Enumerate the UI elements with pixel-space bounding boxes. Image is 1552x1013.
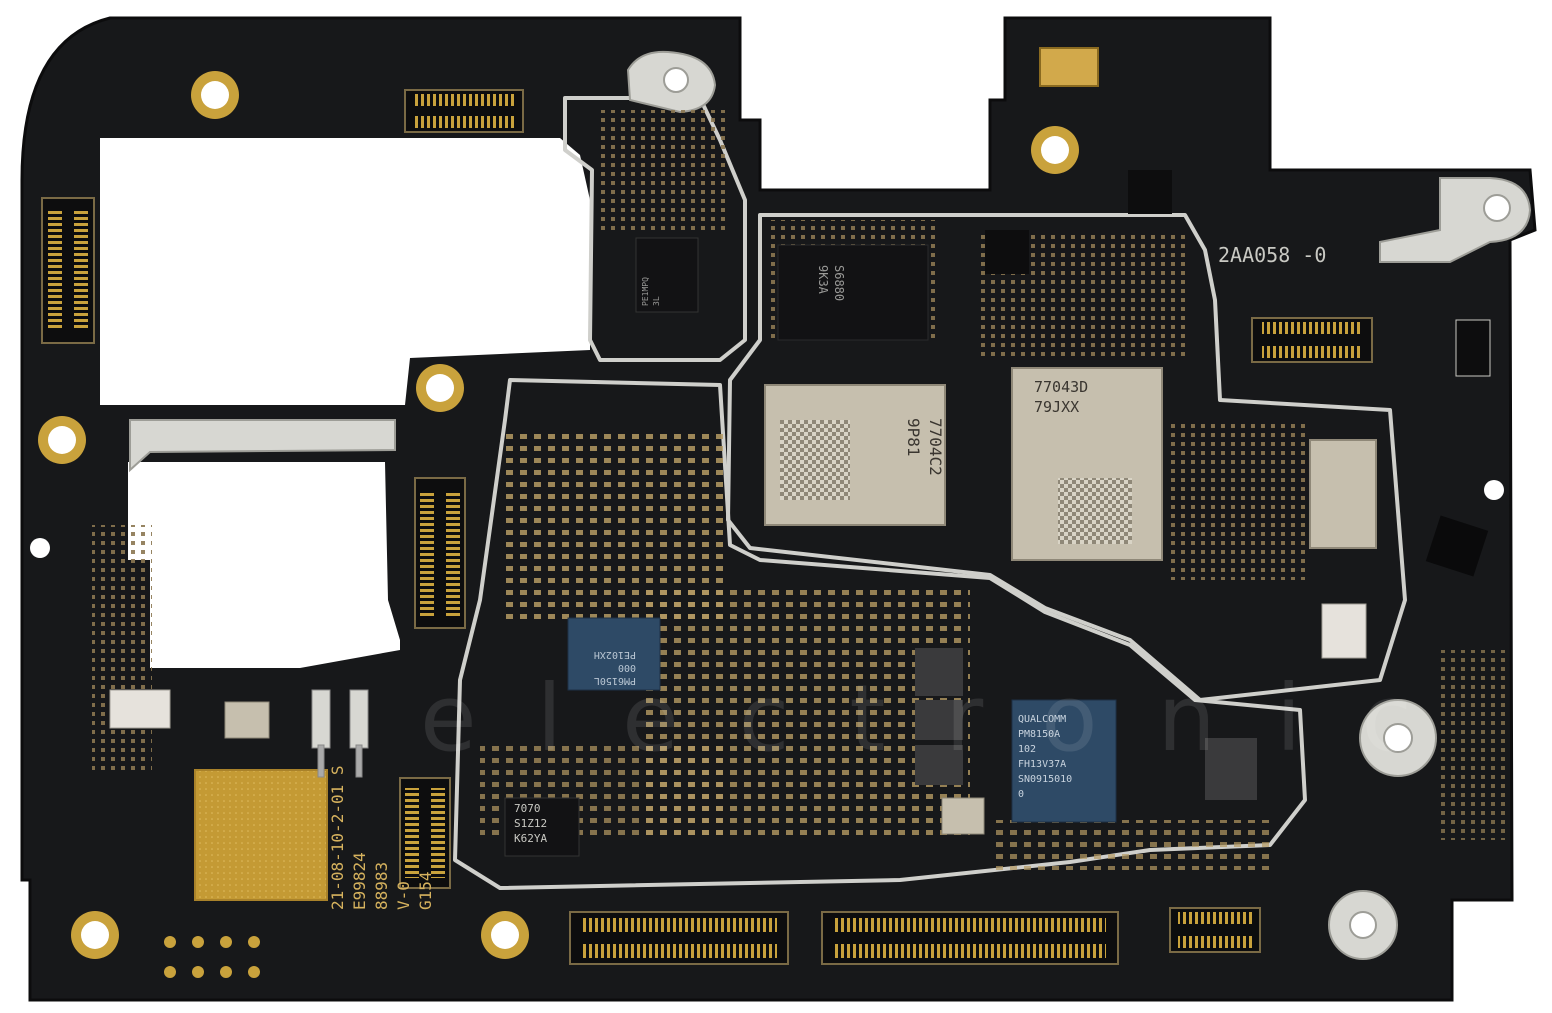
connector-bottom-small xyxy=(399,777,451,889)
side-marking-line: 88983 xyxy=(372,862,391,910)
chip-square-6 xyxy=(1128,170,1172,214)
chip-ram-code xyxy=(780,420,850,500)
chip-small xyxy=(504,797,580,857)
chip-square-3 xyxy=(915,745,963,785)
chip-label-modem: 77043D 79JXX xyxy=(1034,378,1088,416)
chip-silver-left xyxy=(224,701,270,739)
gold-contact-pad xyxy=(194,769,328,901)
chip-label-line: 0 xyxy=(1018,789,1024,800)
watermark: electronic xyxy=(420,665,1472,772)
chip-label-line: 79JXX xyxy=(1034,398,1079,416)
connector-bottom-right xyxy=(1169,907,1261,953)
chip-white-right xyxy=(1321,603,1367,659)
chip-pmic-right xyxy=(1011,699,1117,823)
chip-square-4 xyxy=(1205,738,1257,800)
chip-square-2 xyxy=(915,700,963,740)
chip-white-left xyxy=(109,689,171,729)
connector-right xyxy=(1251,317,1373,363)
chip-label-line: 102 xyxy=(1018,744,1036,755)
chip-label-pmic-left: PM6150L 000 PE102XH xyxy=(594,649,636,686)
chip-label-line: SN0915010 xyxy=(1018,774,1072,785)
chip-label-line: 7070 xyxy=(514,802,541,815)
chip-label-line: 3L xyxy=(652,296,661,306)
chip-label-line: 7704C2 xyxy=(926,418,945,476)
chip-modem-code xyxy=(1058,478,1132,544)
side-marking-line: G154 xyxy=(416,871,435,910)
chip-label-line: 9P81 xyxy=(904,418,923,457)
connector-bottom-long-1 xyxy=(569,911,789,965)
chip-label-line: PM6150L xyxy=(594,675,636,686)
chip-square-1 xyxy=(915,648,963,696)
chip-labels: S68809K3A7704C29P8177043D79JXXPM6150L000… xyxy=(514,265,1088,845)
chip-top-small xyxy=(777,244,929,341)
chip-label-line: FH13V37A xyxy=(1018,759,1066,770)
connector-mid-vertical xyxy=(414,477,466,629)
chip-label-line: PE1MPQ xyxy=(641,277,650,306)
chip-silver-mid xyxy=(941,797,985,835)
chip-label-line: 77043D xyxy=(1034,378,1088,396)
chip-silver-right xyxy=(1309,439,1377,549)
chip-label-line: QUALCOMM xyxy=(1018,714,1066,725)
chip-square-5 xyxy=(985,230,1029,274)
side-marking-line: 21-08-10-2-01 S xyxy=(328,766,347,911)
passive-fields xyxy=(92,110,1510,870)
test-pads xyxy=(164,936,260,978)
chips xyxy=(109,47,1491,857)
chip-dark-right xyxy=(1425,515,1489,577)
side-marking-line: E99824 xyxy=(350,852,369,910)
connector-left-vertical xyxy=(41,197,95,344)
chip-label-line: 000 xyxy=(618,662,636,673)
chip-label-line: S1Z12 xyxy=(514,817,547,830)
connectors xyxy=(41,89,1373,965)
spring-contacts xyxy=(311,689,369,778)
chip-label-line: PE102XH xyxy=(594,649,636,660)
chip-gold-cap xyxy=(1039,47,1099,87)
board-label: 2AA058 -0 xyxy=(1218,243,1326,267)
connector-top xyxy=(404,89,524,133)
chip-label-line: S6880 xyxy=(832,265,846,301)
cutout-top xyxy=(100,138,590,405)
chip-label-line: K62YA xyxy=(514,832,547,845)
chip-square-7 xyxy=(1455,319,1491,377)
connector-bottom-long-2 xyxy=(821,911,1119,965)
chip-label-line: 9K3A xyxy=(816,265,830,295)
cutout-middle xyxy=(128,462,400,668)
mounting-holes xyxy=(30,71,1504,959)
chip-pmic-left xyxy=(567,617,661,691)
chip-label-line: PM8150A xyxy=(1018,729,1060,740)
chip-rf xyxy=(635,237,699,313)
side-marking-line: V-0 xyxy=(394,881,413,910)
screw-tabs xyxy=(129,50,1532,960)
